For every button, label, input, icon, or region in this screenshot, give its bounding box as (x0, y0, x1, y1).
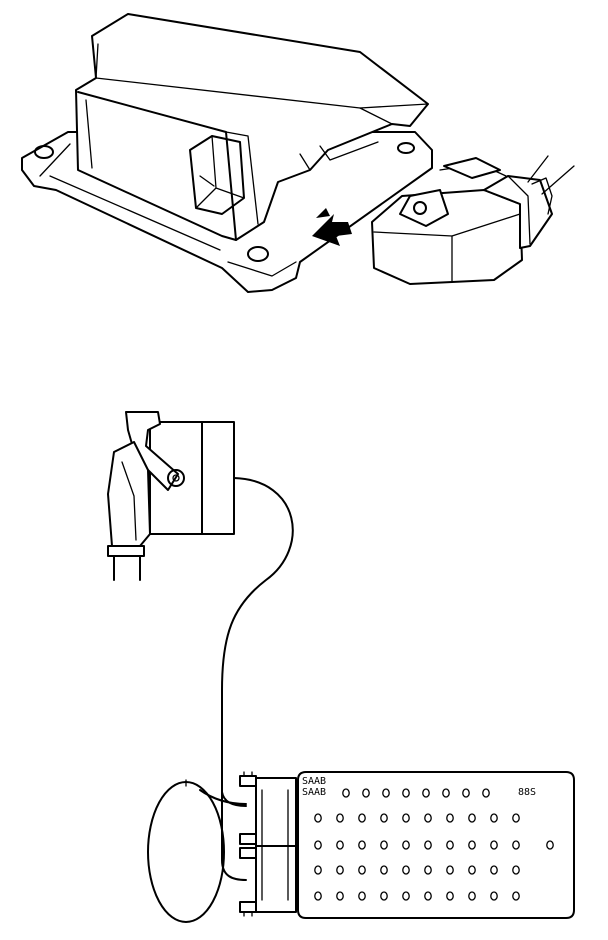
test-pin (424, 813, 432, 823)
test-pin (358, 865, 366, 875)
test-pin (512, 891, 520, 901)
test-pin (336, 891, 344, 901)
test-pin (382, 788, 390, 798)
test-pin (512, 813, 520, 823)
airbag-control-module-icon (21, 13, 433, 293)
test-pin (446, 865, 454, 875)
test-pin (402, 788, 410, 798)
tester-connectors (239, 771, 297, 917)
test-pin (422, 788, 430, 798)
test-lead-wire-branch (199, 789, 247, 807)
test-pin (402, 865, 410, 875)
test-pin (512, 865, 520, 875)
test-pin (446, 813, 454, 823)
tester-label-top-left: SAAB (302, 776, 326, 787)
arrow-icon (312, 208, 352, 246)
test-pin (490, 840, 498, 850)
test-pin (380, 813, 388, 823)
test-pin (380, 840, 388, 850)
test-pin (336, 865, 344, 875)
test-pin (358, 813, 366, 823)
connector-plug-icon (371, 155, 575, 285)
connector-side-view (107, 411, 235, 581)
test-pin (380, 865, 388, 875)
test-box-pin-grid (314, 788, 554, 901)
test-pin (424, 840, 432, 850)
test-pin (336, 813, 344, 823)
test-pin (468, 840, 476, 850)
test-pin (402, 813, 410, 823)
test-pin (468, 891, 476, 901)
test-pin (314, 865, 322, 875)
test-pin (424, 891, 432, 901)
test-pin (380, 891, 388, 901)
test-pin (358, 891, 366, 901)
test-pin (468, 865, 476, 875)
connector-loop (147, 781, 225, 923)
test-lead-wire (221, 477, 294, 881)
test-pin (402, 840, 410, 850)
test-pin (482, 788, 490, 798)
test-pin (358, 840, 366, 850)
test-box-icon (297, 771, 575, 919)
test-pin (446, 840, 454, 850)
test-pin (442, 788, 450, 798)
test-pin (546, 840, 554, 850)
test-pin (490, 891, 498, 901)
test-pin (490, 813, 498, 823)
tester-label-top-right: 88S (518, 787, 536, 798)
test-pin (362, 788, 370, 798)
test-pin (336, 840, 344, 850)
test-pin (314, 813, 322, 823)
test-pin (314, 891, 322, 901)
test-pin (446, 891, 454, 901)
test-pin (342, 788, 350, 798)
test-pin (402, 891, 410, 901)
test-pin (314, 840, 322, 850)
test-pin (424, 865, 432, 875)
test-pin (490, 865, 498, 875)
test-pin (512, 840, 520, 850)
tester-label-top-left-echo: SAAB (302, 787, 326, 798)
test-pin (468, 813, 476, 823)
test-pin (462, 788, 470, 798)
